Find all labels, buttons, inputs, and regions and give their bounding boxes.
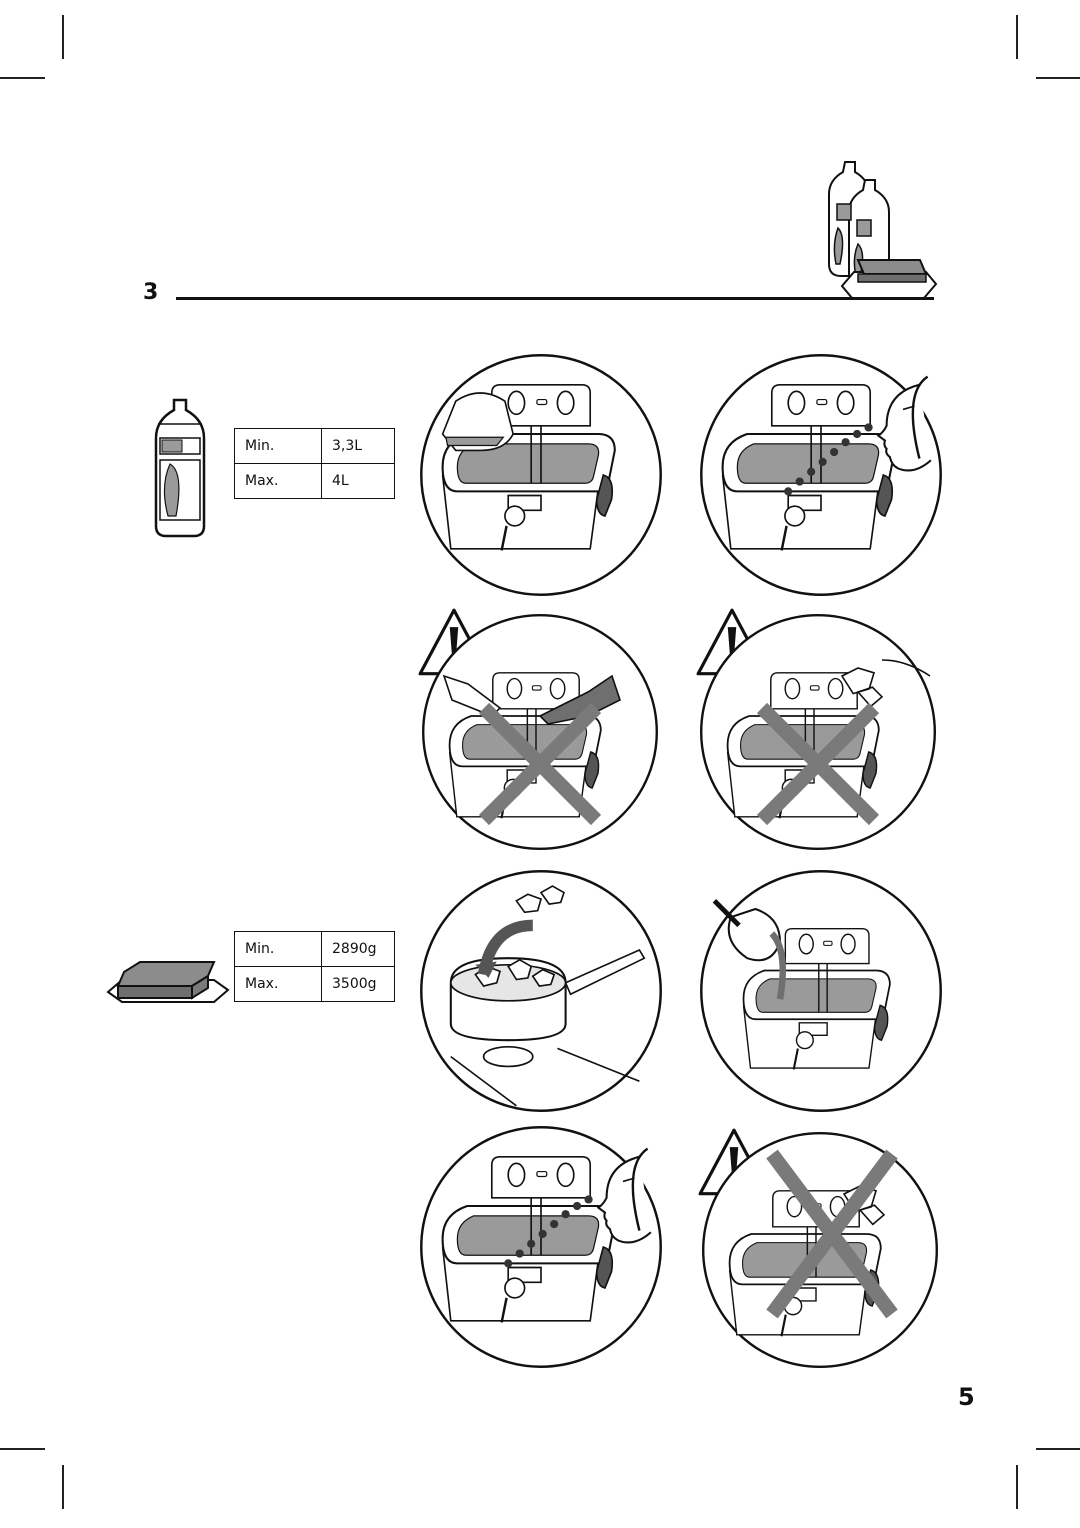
step-melt-fat-in-pan-illustration xyxy=(420,870,662,1112)
step-smell-check-fat-illustration xyxy=(420,1126,662,1368)
fat-min-label: Min. xyxy=(234,931,322,967)
table-row: Max. 4L xyxy=(234,463,395,499)
step-do-not-mix-oils-illustration xyxy=(422,614,658,850)
crop-mark-top-left-h xyxy=(0,77,45,79)
oil-bottle-icon xyxy=(154,398,206,538)
oil-quantity-table: Min. 3,3L Max. 4L xyxy=(234,428,395,499)
table-row: Min. 3,3L xyxy=(234,428,395,464)
oil-max-value: 4L xyxy=(321,463,395,499)
crop-mark-top-right-v xyxy=(1016,15,1018,59)
table-row: Max. 3500g xyxy=(234,966,395,1002)
step-smell-check-illustration xyxy=(700,354,942,596)
section-rule xyxy=(176,297,934,300)
crop-mark-bottom-left-h xyxy=(0,1448,45,1450)
oil-min-value: 3,3L xyxy=(321,428,395,464)
step-pour-melted-fat-illustration xyxy=(700,870,942,1112)
page-number: 5 xyxy=(958,1383,975,1411)
crop-mark-bottom-right-h xyxy=(1036,1448,1080,1450)
solid-fat-block-icon xyxy=(106,961,230,1003)
crop-mark-bottom-right-v xyxy=(1016,1465,1018,1509)
step-no-solid-fat-in-basket-illustration xyxy=(700,614,936,850)
step-pour-oil-illustration xyxy=(420,354,662,596)
crop-mark-bottom-left-v xyxy=(62,1465,64,1509)
oil-max-label: Max. xyxy=(234,463,322,499)
fat-max-label: Max. xyxy=(234,966,322,1002)
oil-min-label: Min. xyxy=(234,428,322,464)
fat-min-value: 2890g xyxy=(321,931,395,967)
table-row: Min. 2890g xyxy=(234,931,395,967)
step-no-solid-fat-without-basket-illustration xyxy=(702,1132,938,1368)
crop-mark-top-left-v xyxy=(62,15,64,59)
crop-mark-top-right-h xyxy=(1036,77,1080,79)
section-number: 3 xyxy=(143,280,159,305)
oil-and-fat-icon xyxy=(828,161,938,299)
fat-quantity-table: Min. 2890g Max. 3500g xyxy=(234,931,395,1002)
fat-max-value: 3500g xyxy=(321,966,395,1002)
